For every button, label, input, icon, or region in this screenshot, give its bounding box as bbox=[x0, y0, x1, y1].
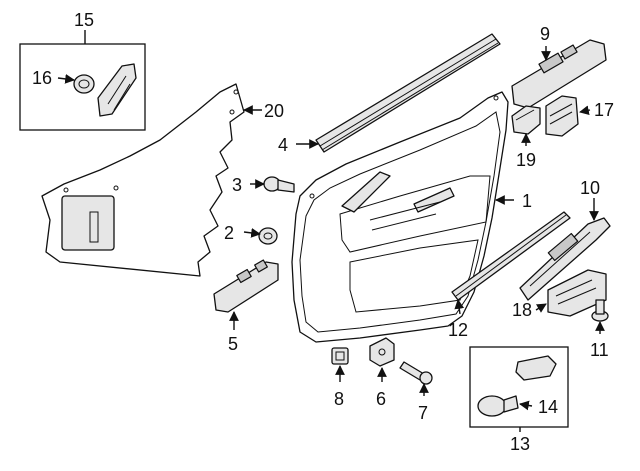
callout-11: 11 bbox=[590, 340, 609, 360]
callout-17: 17 bbox=[594, 100, 614, 120]
callout-8: 8 bbox=[334, 389, 344, 409]
callout-3: 3 bbox=[232, 175, 242, 195]
callout-5: 5 bbox=[228, 334, 238, 354]
callout-6: 6 bbox=[376, 389, 386, 409]
part-13-lamp-housing bbox=[515, 355, 557, 381]
callout-18: 18 bbox=[512, 300, 532, 320]
part-2-clip bbox=[258, 227, 278, 245]
callout-20: 20 bbox=[264, 101, 284, 121]
callout-14: 14 bbox=[538, 397, 558, 417]
part-15-bracket bbox=[97, 63, 137, 117]
part-6-bracket bbox=[369, 337, 395, 367]
callout-4: 4 bbox=[278, 135, 288, 155]
callout-16: 16 bbox=[32, 68, 52, 88]
part-3-clip bbox=[263, 176, 295, 193]
callout-2: 2 bbox=[224, 223, 234, 243]
leader-lines bbox=[57, 46, 605, 411]
callout-15: 15 bbox=[74, 10, 94, 30]
part-13-lamp-box bbox=[469, 346, 569, 432]
callout-labels: 1 2 3 4 5 6 7 8 9 10 11 12 13 14 15 16 1… bbox=[32, 10, 614, 454]
part-17-switch-assembly bbox=[545, 95, 579, 137]
part-15-kit-box bbox=[19, 30, 146, 131]
part-5-handle-cover bbox=[213, 259, 279, 313]
part-4-weatherstrip bbox=[315, 33, 501, 153]
part-8-clip bbox=[331, 347, 349, 365]
part-10-armrest-panel bbox=[519, 217, 611, 301]
callout-10: 10 bbox=[580, 178, 600, 198]
part-14-bulb bbox=[477, 395, 519, 417]
callout-12: 12 bbox=[448, 320, 468, 340]
part-11-screw bbox=[591, 299, 609, 322]
callout-1: 1 bbox=[522, 191, 532, 211]
callout-7: 7 bbox=[418, 403, 428, 423]
callout-19: 19 bbox=[516, 150, 536, 170]
callout-13: 13 bbox=[510, 434, 530, 454]
part-19-switch bbox=[511, 105, 541, 135]
part-18-window-switch bbox=[547, 269, 607, 317]
part-20-water-shield bbox=[41, 83, 245, 277]
part-9-switch-bezel bbox=[511, 39, 607, 109]
callout-9: 9 bbox=[540, 24, 550, 44]
part-12-garnish-strip bbox=[451, 211, 571, 301]
part-1-door-trim-panel bbox=[291, 91, 509, 343]
part-7-screw bbox=[399, 361, 433, 385]
part-16-clip bbox=[73, 74, 95, 94]
